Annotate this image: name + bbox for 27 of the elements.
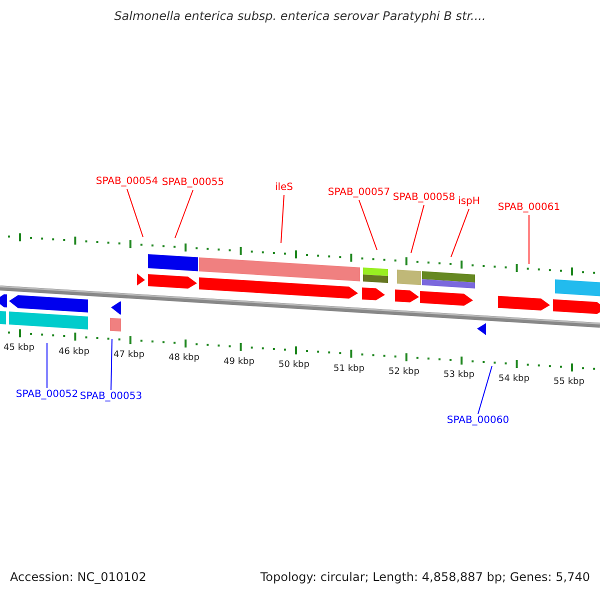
leader-line <box>358 200 378 250</box>
gene-label: ileS <box>244 182 324 194</box>
axis-tick-label: 53 kbp <box>444 369 474 382</box>
axis-tick-label: 47 kbp <box>114 348 144 361</box>
title: Salmonella enterica subsp. enterica serovar Paratyphi B str.... <box>113 10 487 22</box>
leader-line <box>46 342 48 388</box>
genome-info-text: Topology: circular; Length: 4,858,887 bp; Genes: 5,740 <box>260 571 590 583</box>
gene-label: SPAB_00060 <box>438 415 518 427</box>
axis-tick-label: 55 kbp <box>554 376 584 388</box>
leader-line <box>174 190 194 238</box>
axis-tick-label: 49 kbp <box>224 356 254 368</box>
leader-line <box>450 208 470 258</box>
leader-line <box>478 366 492 414</box>
axis-tick-label: 46 kbp <box>58 346 90 358</box>
axis-tick-label: 50 kbp <box>278 359 310 372</box>
axis-tick-label: 51 kbp <box>334 362 364 375</box>
leader-line <box>528 214 530 264</box>
axis-tick-label: 54 kbp <box>498 372 530 385</box>
axis-tick-label: 52 kbp <box>388 366 420 378</box>
axis-tick-label: 48 kbp <box>168 352 200 364</box>
axis-tick-label: 45 kbp <box>4 342 34 354</box>
leader-line <box>410 204 424 254</box>
leader-line <box>126 188 144 238</box>
leader-line <box>110 338 112 390</box>
gene-label: SPAB_00061 <box>489 202 569 214</box>
accession-text: Accession: NC_010102 <box>10 571 146 583</box>
leader-line <box>280 194 284 244</box>
